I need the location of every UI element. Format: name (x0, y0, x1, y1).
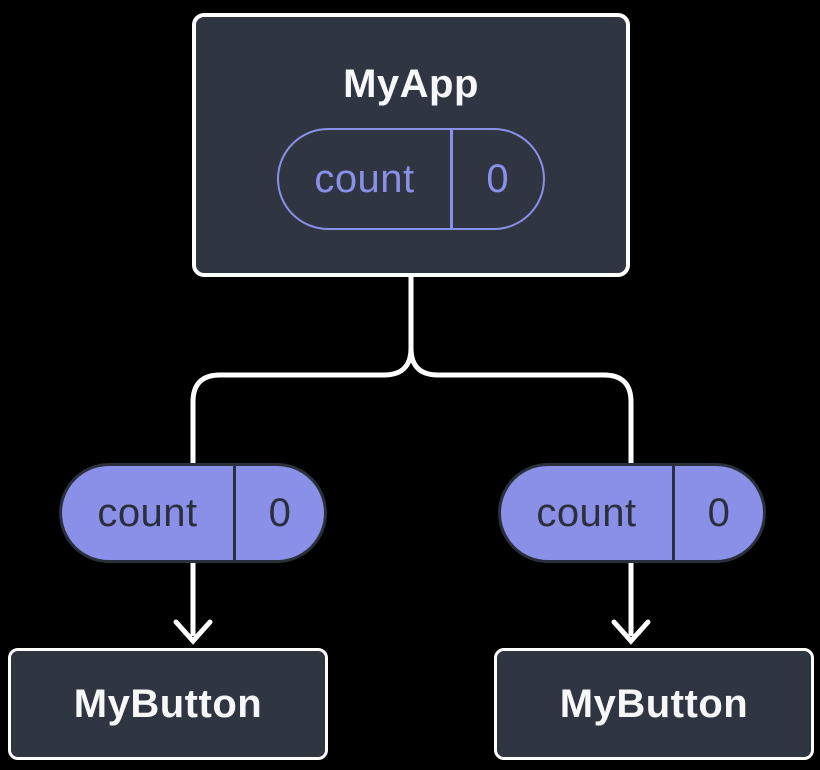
node-myapp: MyApp count 0 (192, 13, 630, 277)
node-myapp-title: MyApp (343, 62, 479, 106)
state-value: 0 (486, 156, 510, 201)
prop-value: 0 (268, 490, 292, 535)
connector-right-branch (408, 273, 634, 636)
prop-pill-left: count 0 (59, 463, 327, 563)
prop-value: 0 (707, 490, 731, 535)
state-pill-myapp: count 0 (277, 128, 545, 230)
connector-left-branch (190, 273, 414, 636)
pill-divider (450, 130, 453, 228)
prop-name: count (536, 490, 637, 535)
node-mybutton-left: MyButton (8, 648, 328, 760)
arrowhead-left-icon (173, 619, 213, 645)
prop-name: count (97, 490, 198, 535)
prop-pill-right: count 0 (498, 463, 766, 563)
node-mybutton-right: MyButton (494, 648, 814, 760)
node-mybutton-title: MyButton (73, 681, 263, 726)
arrowhead-right-icon (611, 619, 651, 645)
pill-divider (233, 466, 236, 560)
state-name: count (314, 156, 415, 201)
pill-divider (672, 466, 675, 560)
node-mybutton-title: MyButton (559, 681, 749, 726)
